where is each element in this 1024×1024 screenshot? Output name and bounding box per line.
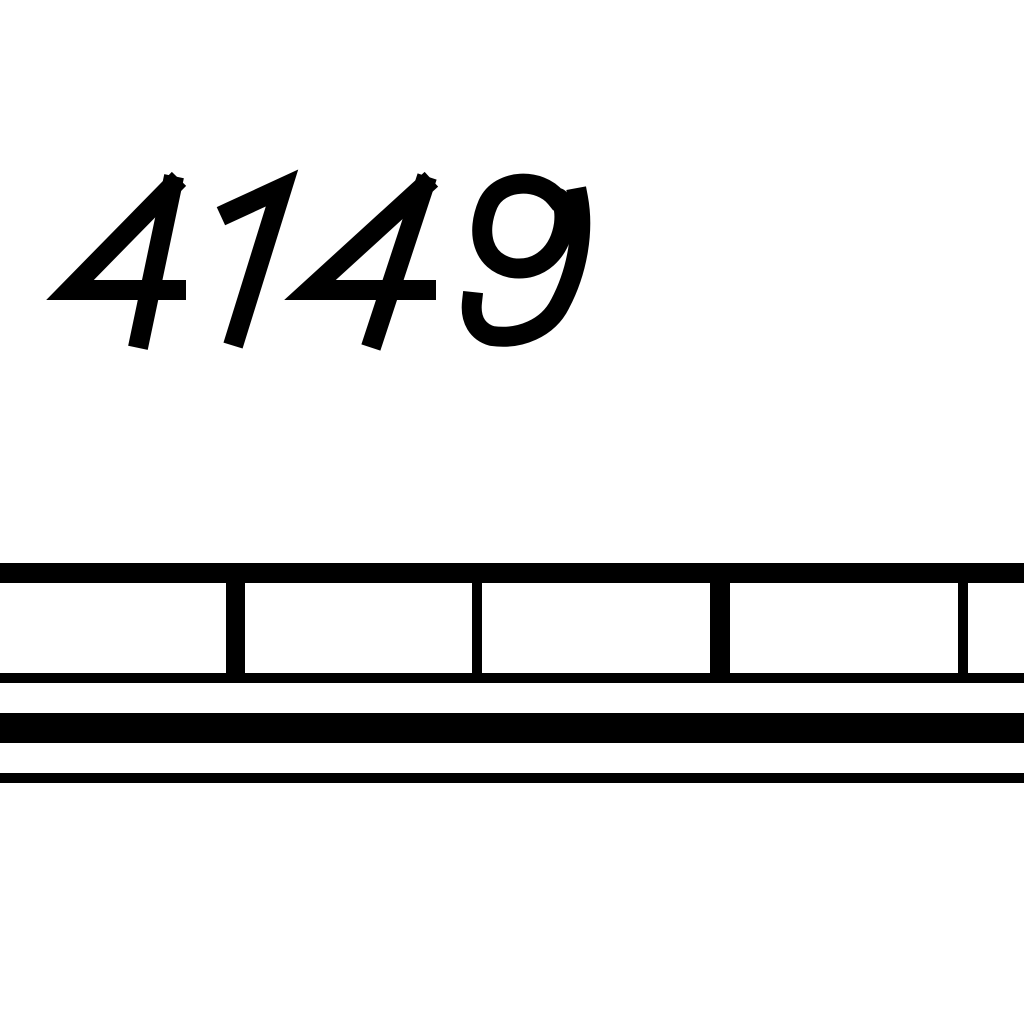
digit-1 <box>216 169 299 349</box>
ruler-top-line <box>0 563 1024 583</box>
digit-4-first <box>46 171 187 350</box>
ruler-divider-4 <box>958 580 968 676</box>
handwritten-number <box>46 169 591 351</box>
ruler-divider-3 <box>710 580 730 676</box>
ruler-bottom-line <box>0 773 1024 783</box>
ruler-divider-1 <box>226 580 245 676</box>
digit-9 <box>461 173 591 347</box>
ruler-thick-band <box>0 713 1024 743</box>
ruler-divider-2 <box>472 580 482 676</box>
ruler-cell-bottom-line <box>0 673 1024 683</box>
digit-4-second <box>284 171 439 351</box>
